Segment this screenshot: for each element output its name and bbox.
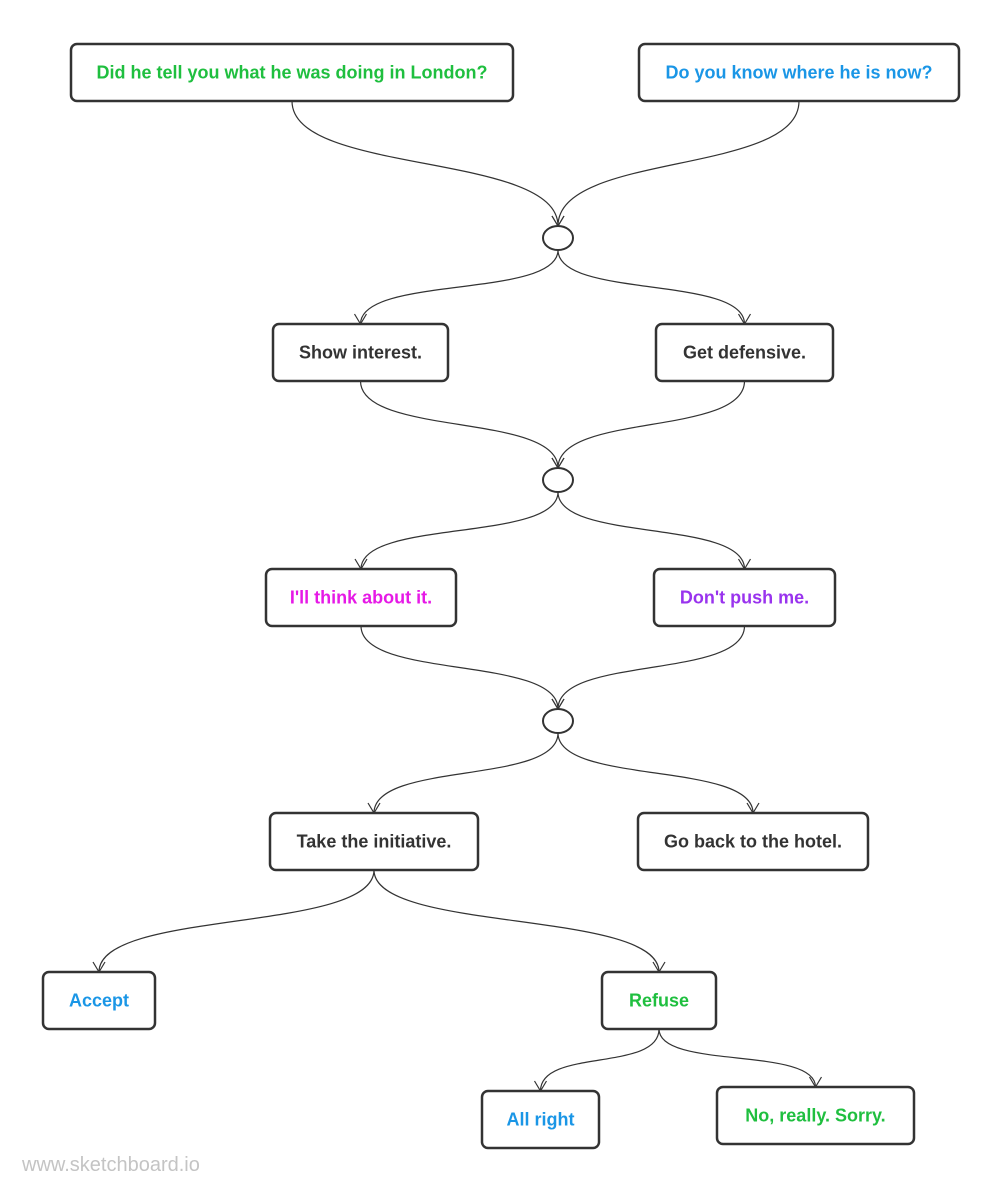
- node-take-initiative[interactable]: Take the initiative.: [268, 811, 480, 872]
- node-label: Accept: [69, 991, 129, 1011]
- connector-take-initiative-to-refuse: [373, 869, 666, 974]
- node-q-where[interactable]: Do you know where he is now?: [637, 42, 961, 103]
- node-label: Get defensive.: [683, 343, 806, 363]
- node-label: I'll think about it.: [290, 588, 432, 608]
- connector-refuse-to-all-right: [533, 1028, 660, 1093]
- node-box: [637, 42, 961, 103]
- junction-1: [542, 225, 574, 251]
- node-all-right[interactable]: All right: [480, 1089, 601, 1150]
- node-label: Do you know where he is now?: [665, 63, 932, 83]
- node-show-interest[interactable]: Show interest.: [271, 322, 450, 383]
- connector-q-where-to-junction-1: [551, 100, 800, 228]
- connector-junction-2-to-think-about-it: [354, 491, 559, 571]
- node-label: Go back to the hotel.: [664, 832, 842, 852]
- connector-show-interest-to-junction-2: [359, 380, 565, 470]
- junction-3: [542, 708, 574, 734]
- edges-layer: [92, 100, 823, 1093]
- node-box: [654, 322, 835, 383]
- node-box: [636, 811, 870, 872]
- junctions-layer: [542, 225, 574, 734]
- connector-think-about-it-to-junction-3: [360, 625, 565, 711]
- junction-2: [542, 467, 574, 493]
- node-box: [715, 1085, 916, 1146]
- connector-q-london-to-junction-1: [291, 100, 565, 228]
- node-label: Show interest.: [299, 343, 422, 363]
- node-box: [264, 567, 458, 628]
- node-box: [41, 970, 157, 1031]
- node-label: Don't push me.: [680, 588, 809, 608]
- node-accept[interactable]: Accept: [41, 970, 157, 1031]
- connector-junction-1-to-get-defensive: [557, 249, 752, 326]
- node-get-defensive[interactable]: Get defensive.: [654, 322, 835, 383]
- connector-junction-2-to-dont-push: [557, 491, 752, 571]
- node-think-about-it[interactable]: I'll think about it.: [264, 567, 458, 628]
- node-box: [268, 811, 480, 872]
- connector-junction-1-to-show-interest: [353, 249, 559, 326]
- node-label: No, really. Sorry.: [745, 1106, 885, 1126]
- node-box: [480, 1089, 601, 1150]
- node-box: [69, 42, 515, 103]
- node-box: [271, 322, 450, 383]
- connector-dont-push-to-junction-3: [551, 625, 746, 711]
- node-dont-push[interactable]: Don't push me.: [652, 567, 837, 628]
- node-go-back-hotel[interactable]: Go back to the hotel.: [636, 811, 870, 872]
- connector-get-defensive-to-junction-2: [551, 380, 746, 470]
- node-box: [652, 567, 837, 628]
- node-label: Did he tell you what he was doing in Lon…: [97, 63, 488, 83]
- nodes-layer: Did he tell you what he was doing in Lon…: [41, 42, 961, 1150]
- watermark: www.sketchboard.io: [21, 1154, 200, 1176]
- connector-refuse-to-no-really-sorry: [658, 1028, 823, 1089]
- node-label: Take the initiative.: [297, 832, 452, 852]
- node-no-really-sorry[interactable]: No, really. Sorry.: [715, 1085, 916, 1146]
- connector-take-initiative-to-accept: [92, 869, 375, 974]
- node-box: [600, 970, 718, 1031]
- node-q-london[interactable]: Did he tell you what he was doing in Lon…: [69, 42, 515, 103]
- node-refuse[interactable]: Refuse: [600, 970, 718, 1031]
- connector-junction-3-to-take-initiative: [367, 732, 559, 815]
- connector-junction-3-to-go-back-hotel: [557, 732, 760, 815]
- node-label: All right: [507, 1110, 575, 1130]
- node-label: Refuse: [629, 991, 689, 1011]
